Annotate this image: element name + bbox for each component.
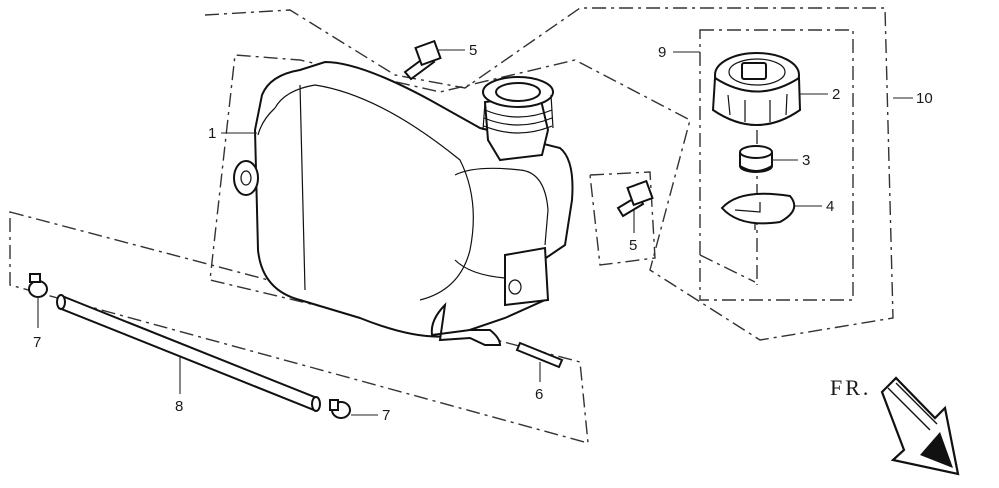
front-direction-label: FR. (830, 375, 871, 400)
fuel-cap (711, 52, 802, 126)
cap-plate (720, 192, 796, 230)
assembly-outline-side (589, 171, 656, 266)
fuel-hose (56, 294, 321, 412)
hose-clip-left (28, 273, 48, 298)
cap-axis-line (699, 130, 758, 285)
assembly-outline-cap (699, 29, 854, 301)
callout-6: 6 (535, 386, 543, 403)
hose-clip-right (329, 399, 351, 419)
callout-8: 8 (175, 398, 183, 415)
callout-9: 9 (658, 44, 666, 61)
cap-gasket (739, 145, 773, 173)
callout-5-top: 5 (469, 42, 477, 59)
stud-bolt (515, 341, 564, 369)
leader-lines (37, 49, 913, 416)
callout-7-right: 7 (382, 407, 390, 424)
callout-3: 3 (802, 152, 810, 169)
assembly-outline-tank (204, 7, 894, 341)
callout-10: 10 (916, 90, 933, 107)
bolt-top (403, 39, 442, 81)
bolt-side (616, 179, 654, 218)
callout-7-left: 7 (33, 334, 41, 351)
callout-2: 2 (832, 86, 840, 103)
callout-1: 1 (208, 125, 216, 142)
callout-4: 4 (826, 198, 834, 215)
front-arrow-icon (880, 376, 960, 476)
fuel-tank (233, 60, 574, 346)
callout-5-side: 5 (629, 237, 637, 254)
